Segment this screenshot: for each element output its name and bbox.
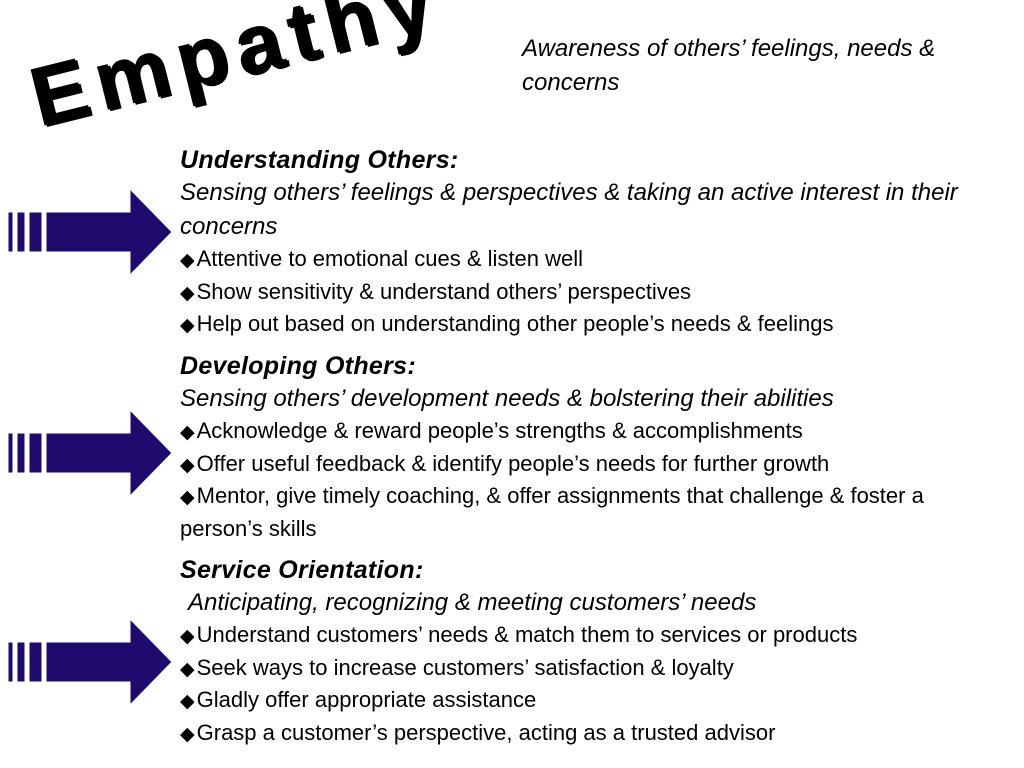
diamond-icon: ◆ — [180, 454, 195, 476]
section-description: Sensing others’ development needs & bols… — [180, 385, 834, 412]
section-heading: Developing Others: — [180, 352, 416, 380]
arrow-right-icon — [7, 617, 173, 707]
diamond-icon: ◆ — [180, 282, 195, 304]
list-item: ◆Show sensitivity & understand others’ p… — [180, 277, 1020, 310]
section-understanding-others: Understanding Others: Sensing others’ fe… — [180, 144, 1020, 342]
diamond-icon: ◆ — [180, 658, 195, 680]
section-heading: Service Orientation: — [180, 556, 424, 584]
list-item: ◆Gladly offer appropriate assistance — [180, 685, 1020, 718]
diamond-icon: ◆ — [180, 250, 195, 271]
list-item: ◆Attentive to emotional cues & listen we… — [180, 244, 1020, 277]
list-item: ◆Help out based on understanding other p… — [180, 309, 1020, 342]
list-item: ◆Grasp a customer’s perspective, acting … — [180, 718, 1020, 751]
diamond-icon: ◆ — [180, 487, 195, 508]
section-developing-others: Developing Others: Sensing others’ devel… — [180, 350, 970, 544]
list-item: ◆Offer useful feedback & identify people… — [180, 449, 970, 482]
list-item: ◆Mentor, give timely coaching, & offer a… — [180, 483, 924, 541]
diamond-icon: ◆ — [180, 723, 195, 745]
arrow-right-icon — [7, 408, 173, 498]
list-item: ◆Understand customers’ needs & match the… — [180, 620, 1020, 653]
slide-title: Empathy — [20, 0, 449, 145]
section-heading: Understanding Others: — [180, 146, 459, 174]
section-description: Anticipating, recognizing & meeting cust… — [188, 589, 757, 616]
section-description: Sensing others’ feelings & perspectives … — [180, 179, 958, 240]
section-service-orientation: Service Orientation: Anticipating, recog… — [180, 554, 1020, 750]
list-item: ◆Seek ways to increase customers’ satisf… — [180, 653, 1020, 686]
arrow-right-icon — [7, 187, 173, 277]
diamond-icon: ◆ — [180, 626, 195, 647]
list-item: ◆Acknowledge & reward people’s strengths… — [180, 416, 970, 449]
diamond-icon: ◆ — [180, 315, 195, 336]
slide-subtitle: Awareness of others’ feelings, needs & c… — [522, 35, 936, 96]
diamond-icon: ◆ — [180, 422, 195, 443]
diamond-icon: ◆ — [180, 691, 195, 712]
